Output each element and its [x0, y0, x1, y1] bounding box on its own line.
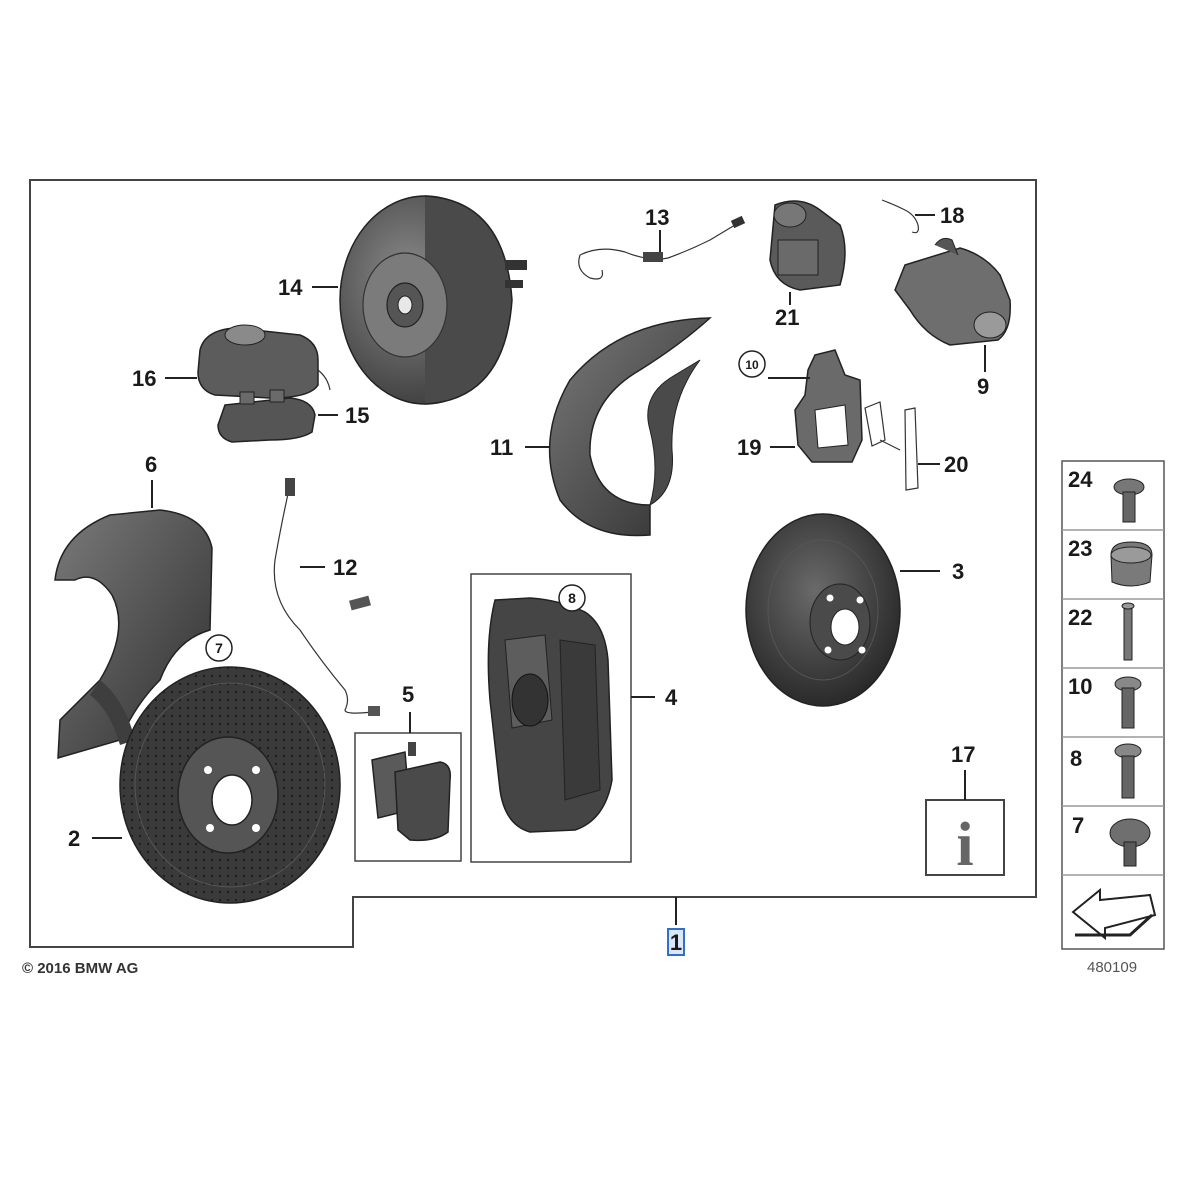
label-1[interactable]: 1 — [670, 930, 682, 955]
front-brake-pads-part[interactable] — [371, 742, 452, 842]
copyright-text: © 2016 BMW AG — [22, 960, 138, 977]
label-6[interactable]: 6 — [145, 452, 157, 477]
front-brake-disc-part[interactable] — [119, 666, 341, 904]
label-4[interactable]: 4 — [665, 685, 678, 710]
svg-text:10: 10 — [745, 358, 759, 372]
sidebar-item-24[interactable]: 24 — [1068, 467, 1145, 523]
circle-label-7[interactable]: 7 — [205, 634, 233, 662]
brake-booster-part[interactable] — [339, 195, 527, 405]
main-frame — [29, 179, 1037, 948]
label-5[interactable]: 5 — [402, 682, 414, 707]
svg-text:8: 8 — [1070, 746, 1082, 771]
label-16[interactable]: 16 — [132, 366, 156, 391]
label-1-highlight — [667, 928, 685, 956]
svg-text:23: 23 — [1068, 536, 1092, 561]
circle-label-8[interactable]: 8 — [558, 584, 586, 612]
rear-splash-shield-part[interactable] — [548, 317, 713, 537]
label-20[interactable]: 20 — [944, 452, 968, 477]
screw-icon — [1113, 478, 1145, 523]
bolt-icon — [1114, 676, 1142, 729]
wear-sensor-front-part[interactable] — [273, 478, 380, 716]
label-17[interactable]: 17 — [951, 742, 975, 767]
caliper-carrier-part[interactable] — [794, 349, 863, 463]
spring-clip-part[interactable] — [881, 199, 919, 234]
svg-text:8: 8 — [568, 590, 576, 606]
small-parts-sidebar — [1061, 460, 1165, 950]
info-glyph: i — [956, 811, 973, 879]
brake-fluid-reservoir-part[interactable] — [197, 324, 331, 399]
label-21[interactable]: 21 — [775, 305, 799, 330]
sidebar-item-22[interactable]: 22 — [1068, 602, 1135, 661]
label-9[interactable]: 9 — [977, 374, 989, 399]
flange-bolt-icon — [1109, 818, 1151, 867]
label-15[interactable]: 15 — [345, 403, 369, 428]
svg-text:24: 24 — [1068, 467, 1093, 492]
sidebar-item-10[interactable]: 10 — [1068, 674, 1142, 729]
pin-icon — [1121, 602, 1135, 661]
circle-label-10[interactable]: 10 — [738, 350, 766, 378]
label-13[interactable]: 13 — [645, 205, 669, 230]
sidebar-item-7[interactable]: 7 — [1072, 813, 1151, 867]
svg-text:7: 7 — [215, 640, 223, 656]
label-18[interactable]: 18 — [940, 203, 964, 228]
label-12[interactable]: 12 — [333, 555, 357, 580]
front-splash-shield-part[interactable] — [54, 509, 213, 760]
label-19[interactable]: 19 — [737, 435, 761, 460]
sidebar-item-23[interactable]: 23 — [1068, 536, 1153, 587]
brake-pads-box — [354, 732, 462, 862]
front-caliper-box — [470, 573, 632, 863]
rear-caliper-part[interactable] — [894, 237, 1011, 346]
svg-text:7: 7 — [1072, 813, 1084, 838]
wear-sensor-rear-part[interactable] — [578, 215, 746, 280]
diagram-ref-number: 480109 — [1087, 959, 1137, 976]
svg-text:10: 10 — [1068, 674, 1092, 699]
rear-caliper-actuator-part[interactable] — [769, 200, 846, 291]
front-caliper-part[interactable] — [487, 597, 613, 833]
plug-icon — [1110, 541, 1153, 587]
pad-retaining-clips-part[interactable] — [864, 401, 919, 491]
bolt-icon — [1114, 743, 1142, 799]
master-cylinder-part[interactable] — [217, 389, 316, 443]
label-14[interactable]: 14 — [278, 275, 303, 300]
back-arrow-icon[interactable] — [1071, 887, 1157, 941]
label-2[interactable]: 2 — [68, 826, 80, 851]
label-11[interactable]: 11 — [490, 435, 513, 460]
rear-brake-disc-part[interactable] — [745, 513, 901, 707]
svg-text:22: 22 — [1068, 605, 1092, 630]
sidebar-item-8[interactable]: 8 — [1070, 743, 1142, 799]
label-3[interactable]: 3 — [952, 559, 964, 584]
